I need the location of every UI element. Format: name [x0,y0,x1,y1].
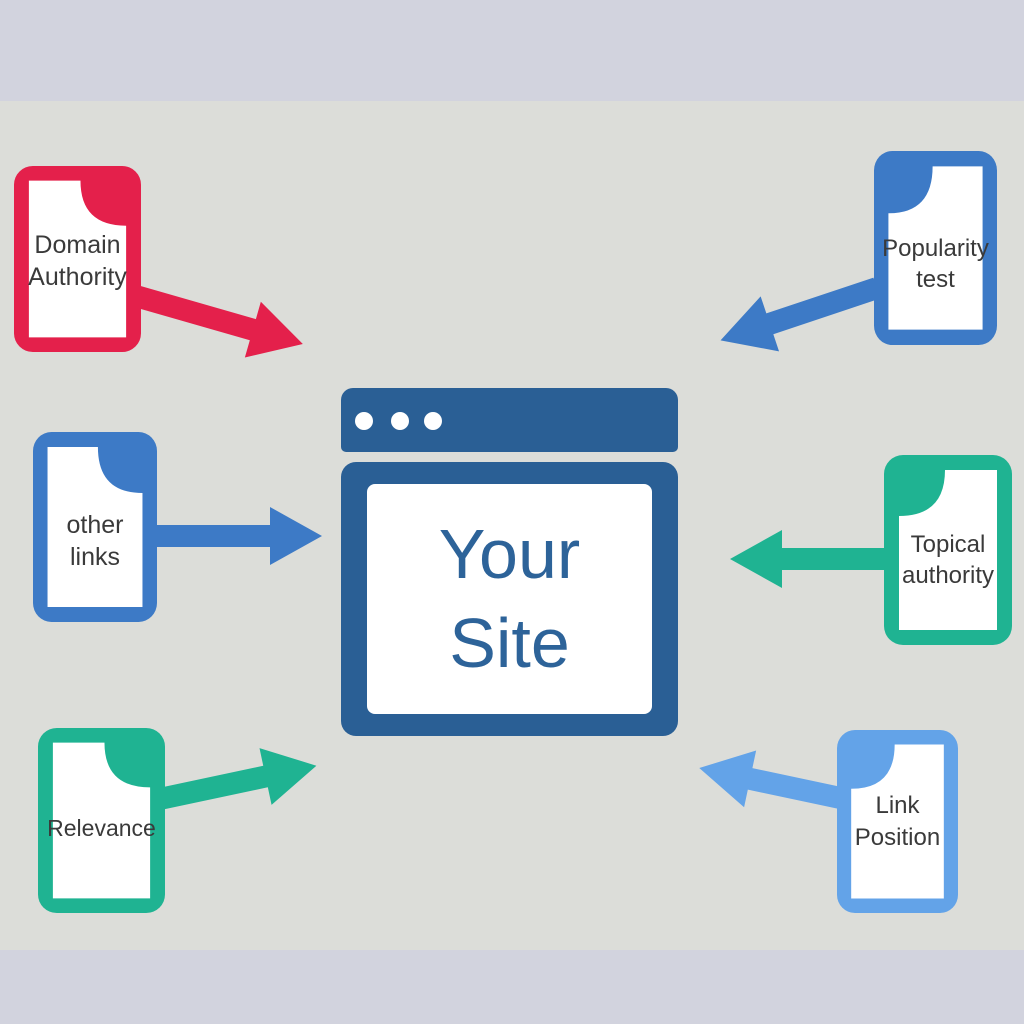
bottom-band [0,950,1024,1024]
arrow-relevance-icon [152,748,317,811]
document-icon-topical-authority [884,455,1012,645]
your-site-label: Your Site [438,515,581,682]
browser-window: Your Site [341,462,678,736]
arrow-domain-authority-icon [121,282,303,358]
window-dot-icon [391,412,409,430]
browser-titlebar [341,388,678,452]
document-icon-link-position [837,730,958,913]
document-icon-domain-authority [14,166,141,352]
window-dot-icon [424,412,442,430]
top-band [0,0,1024,101]
arrow-topical-authority-icon [730,530,888,588]
document-icon-other-links [33,432,157,622]
document-icon-popularity-test [874,151,997,345]
document-icon-relevance [38,728,165,913]
window-dot-icon [355,412,373,430]
browser-page: Your Site [367,484,652,714]
arrow-other-links-icon [150,507,322,565]
arrow-link-position-icon [699,750,848,810]
arrow-popularity-test-icon [720,277,881,352]
